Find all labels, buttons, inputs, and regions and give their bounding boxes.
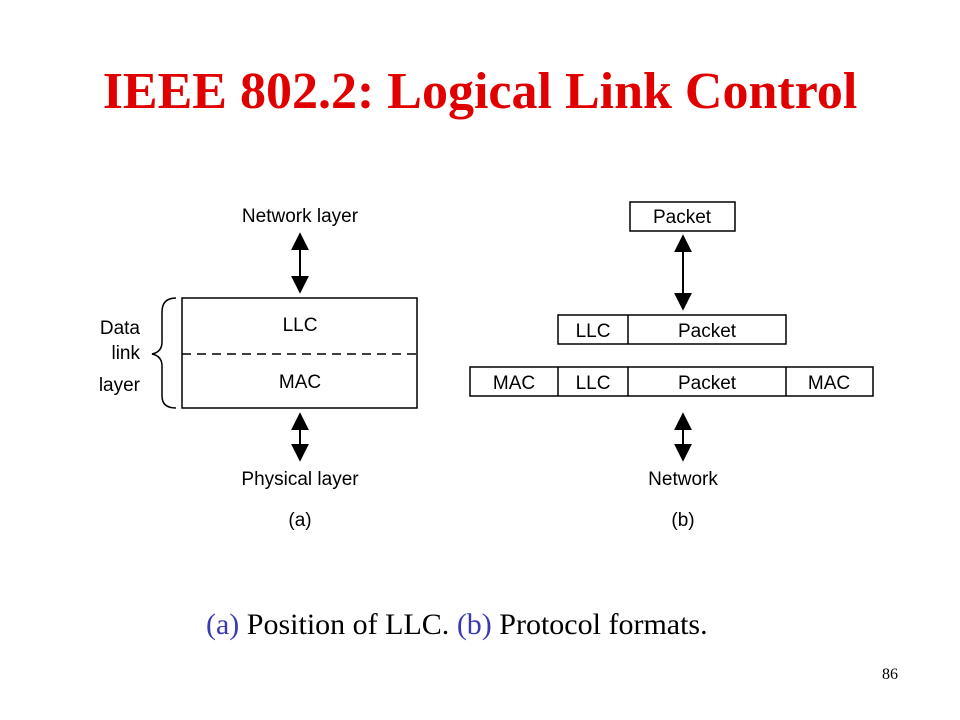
data-link-layer-box	[181, 297, 418, 409]
part-a-label: (a)	[288, 510, 311, 531]
brace-label-data: Data	[100, 318, 141, 339]
network-label: Network	[648, 469, 718, 490]
top-packet-box	[629, 201, 736, 232]
mac-frame-mac-right-label: MAC	[808, 373, 850, 394]
llc-frame-box	[557, 314, 787, 345]
top-packet-label: Packet	[653, 207, 712, 228]
mac-frame-packet-label: Packet	[678, 373, 737, 394]
slide-title: IEEE 802.2: Logical Link Control	[102, 63, 858, 120]
brace-label-link: link	[111, 343, 140, 364]
physical-layer-label: Physical layer	[241, 469, 359, 490]
llc-sublayer-label: LLC	[283, 315, 318, 336]
caption-a-tag: (a)	[206, 608, 240, 641]
llc-frame-packet-label: Packet	[678, 321, 737, 342]
mac-sublayer-label: MAC	[279, 372, 321, 393]
figure-caption: (a) Position of LLC. (b) Protocol format…	[206, 608, 708, 642]
brace-label-layer: layer	[99, 375, 141, 396]
llc-frame-llc-label: LLC	[576, 321, 611, 342]
network-layer-label: Network layer	[242, 206, 359, 227]
caption-b-tag: (b)	[456, 608, 492, 641]
mac-frame-llc-label: LLC	[576, 373, 611, 394]
part-b-label: (b)	[671, 510, 694, 531]
mac-frame-mac-left-label: MAC	[493, 373, 535, 394]
caption-a-text: Position of LLC.	[246, 608, 450, 641]
page-number: 86	[882, 666, 898, 683]
mac-frame-box	[469, 366, 874, 397]
caption-b-text: Protocol formats.	[499, 608, 708, 641]
data-link-brace	[151, 297, 177, 409]
